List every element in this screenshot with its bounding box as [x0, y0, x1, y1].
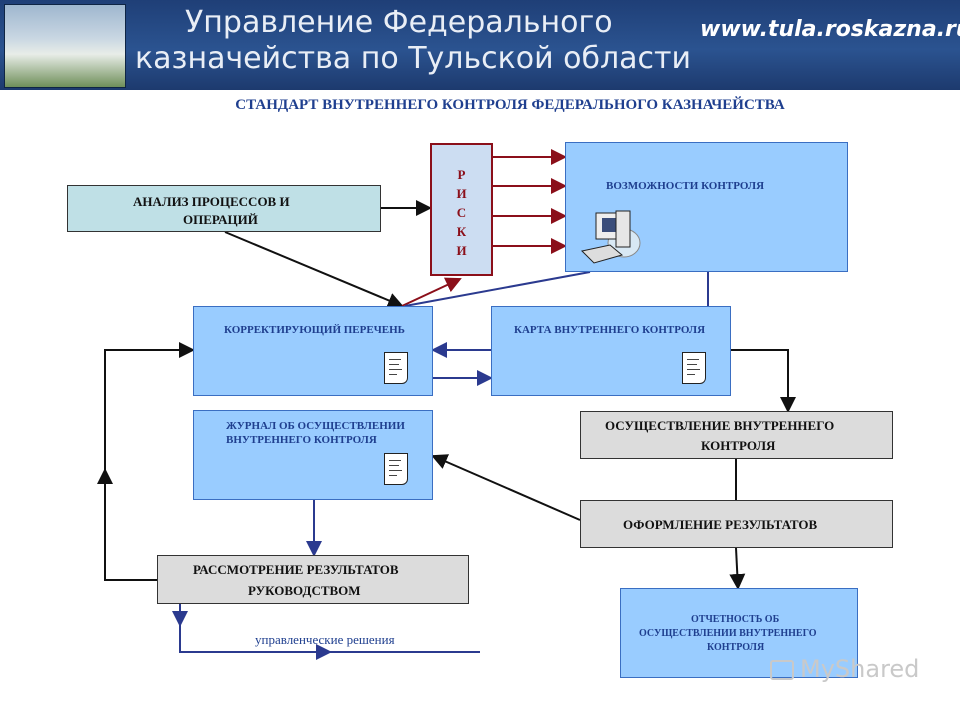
- risks-letters: Р И С К И: [456, 167, 467, 258]
- watermark-text: MyShared: [800, 655, 920, 683]
- analysis-label-line1: АНАЛИЗ ПРОЦЕССОВ И: [133, 194, 290, 209]
- reporting-box: ОТЧЕТНОСТЬ ОБ ОСУЩЕСТВЛЕНИИ ВНУТРЕННЕГО …: [620, 588, 858, 678]
- reporting-label-line1: ОТЧЕТНОСТЬ ОБ: [691, 614, 780, 625]
- corrective-list-label: КОРРЕКТИРУЮЩИЙ ПЕРЕЧЕНЬ: [224, 324, 405, 336]
- header-url[interactable]: www.tula.roskazna.ru: [700, 17, 960, 42]
- building-photo: [4, 4, 126, 88]
- implementation-label-line1: ОСУЩЕСТВЛЕНИЕ ВНУТРЕННЕГО: [605, 418, 835, 433]
- management-decisions-label: управленческие решения: [255, 632, 395, 647]
- management-review-box: РАССМОТРЕНИЕ РЕЗУЛЬТАТОВ РУКОВОДСТВОМ: [157, 555, 469, 604]
- journal-box: ЖУРНАЛ ОБ ОСУЩЕСТВЛЕНИИ ВНУТРЕННЕГО КОНТ…: [193, 410, 433, 500]
- control-capabilities-box: ВОЗМОЖНОСТИ КОНТРОЛЯ: [565, 142, 848, 272]
- implementation-label-line2: КОНТРОЛЯ: [701, 438, 776, 453]
- watermark: MyShared: [770, 655, 919, 683]
- computer-icon: [580, 210, 641, 264]
- document-icon: [384, 453, 408, 485]
- header-banner: Управление Федерального казначейства по …: [0, 0, 960, 90]
- results-formatting-label: ОФОРМЛЕНИЕ РЕЗУЛЬТАТОВ: [623, 517, 818, 532]
- reporting-label-line3: КОНТРОЛЯ: [707, 642, 765, 653]
- corrective-list-box: КОРРЕКТИРУЮЩИЙ ПЕРЕЧЕНЬ: [193, 306, 433, 396]
- management-review-label-line1: РАССМОТРЕНИЕ РЕЗУЛЬТАТОВ: [193, 562, 399, 577]
- control-map-box: КАРТА ВНУТРЕННЕГО КОНТРОЛЯ: [491, 306, 731, 396]
- control-map-label: КАРТА ВНУТРЕННЕГО КОНТРОЛЯ: [514, 324, 706, 336]
- document-icon: [384, 352, 408, 384]
- mail-icon: [770, 660, 794, 680]
- implementation-box: ОСУЩЕСТВЛЕНИЕ ВНУТРЕННЕГО КОНТРОЛЯ: [580, 411, 893, 459]
- journal-label-line1: ЖУРНАЛ ОБ ОСУЩЕСТВЛЕНИИ: [226, 420, 405, 432]
- diagram-title: СТАНДАРТ ВНУТРЕННЕГО КОНТРОЛЯ ФЕДЕРАЛЬНО…: [235, 97, 785, 113]
- results-formatting-box: ОФОРМЛЕНИЕ РЕЗУЛЬТАТОВ: [580, 500, 893, 548]
- analysis-label-line2: ОПЕРАЦИЙ: [183, 212, 258, 227]
- analysis-processes-box: АНАЛИЗ ПРОЦЕССОВ И ОПЕРАЦИЙ: [67, 185, 381, 232]
- control-capabilities-label: ВОЗМОЖНОСТИ КОНТРОЛЯ: [606, 180, 765, 192]
- management-review-label-line2: РУКОВОДСТВОМ: [248, 583, 361, 598]
- header-title-line1: Управление Федерального: [185, 5, 613, 40]
- risks-box: Р И С К И: [430, 143, 493, 276]
- header-title-line2: казначейства по Тульской области: [135, 41, 692, 76]
- journal-label-line2: ВНУТРЕННЕГО КОНТРОЛЯ: [226, 434, 377, 446]
- document-icon: [682, 352, 706, 384]
- reporting-label-line2: ОСУЩЕСТВЛЕНИИ ВНУТРЕННЕГО: [639, 628, 817, 639]
